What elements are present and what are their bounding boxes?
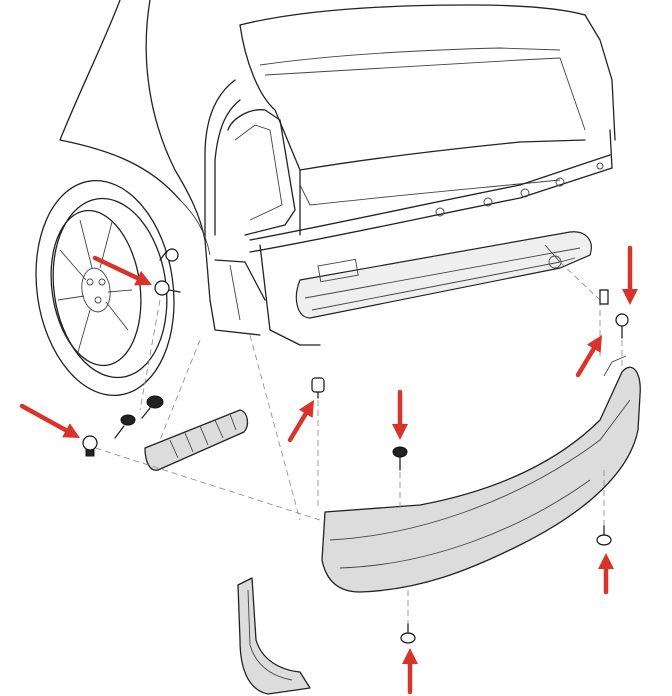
rail-clips [435, 162, 604, 217]
arrow-right-lower-screw [598, 553, 614, 595]
fasteners [82, 248, 629, 644]
bumper-side-bracket [144, 409, 249, 471]
arrow-right-screw [622, 245, 638, 305]
bumper-top-screw [392, 446, 408, 471]
fender-screw-lower [154, 280, 181, 296]
pointer-arrows [19, 245, 638, 695]
right-screw [615, 313, 629, 339]
bracket-screw-2 [114, 414, 136, 439]
center-clip [311, 377, 325, 399]
rear-bumper-cover [321, 355, 641, 593]
arrow-center-clip [287, 400, 314, 443]
bracket-screw-1 [141, 395, 164, 419]
fender-screw-upper [159, 248, 179, 262]
bumper-reinforcement [295, 231, 592, 319]
car-body [59, 0, 616, 346]
arrow-fender-screw [92, 255, 152, 286]
bracket-clip [82, 435, 98, 457]
arrow-bottom-screw [402, 648, 418, 695]
arrow-bracket-clip [19, 403, 80, 438]
bottom-screw [400, 623, 416, 644]
right-lower-screw [596, 525, 612, 546]
right-clip [599, 289, 609, 305]
mudflap [237, 577, 311, 695]
arrow-bumper-top-screw [392, 389, 408, 440]
arrow-right-clip [575, 335, 602, 378]
